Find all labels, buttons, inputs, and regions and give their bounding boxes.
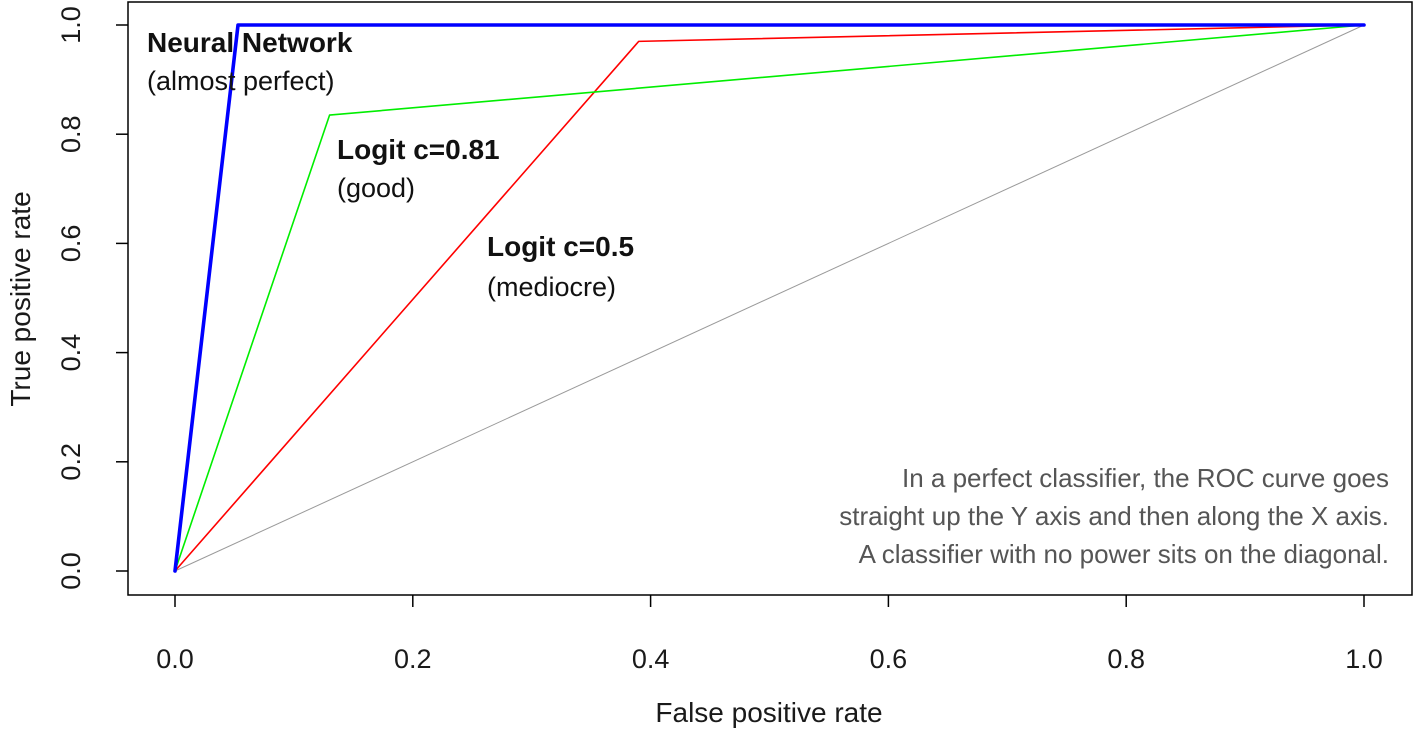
diagonal-reference-line (174, 24, 1365, 572)
x-tick-label: 0.0 (156, 644, 194, 674)
y-tick-label: 0.6 (56, 225, 86, 263)
annotation-logit-05-sublabel: (mediocre) (487, 272, 616, 302)
y-tick-label: 0.4 (56, 334, 86, 372)
annotation-logit-05-label: Logit c=0.5 (487, 231, 634, 262)
note-line-3: A classifier with no power sits on the d… (859, 539, 1389, 569)
y-axis-title: True positive rate (5, 191, 36, 406)
x-axis-title: False positive rate (655, 697, 882, 728)
y-tick-label: 0.8 (56, 115, 86, 153)
y-tick-label: 0.0 (56, 552, 86, 590)
x-tick-label: 0.8 (1107, 644, 1145, 674)
plot-frame (127, 1, 1413, 596)
x-tick-label: 0.2 (394, 644, 432, 674)
x-axis: 0.0 0.2 0.4 0.6 0.8 1.0 (156, 595, 1383, 674)
y-tick-label: 0.2 (56, 443, 86, 481)
y-axis: 0.0 0.2 0.4 0.6 0.8 1.0 (56, 6, 128, 590)
roc-curve-2 (173, 23, 1366, 573)
annotation-neural-network-label: Neural Network (147, 27, 353, 58)
x-tick-label: 1.0 (1345, 644, 1383, 674)
x-tick-label: 0.6 (870, 644, 908, 674)
y-tick-label: 1.0 (56, 6, 86, 44)
x-tick-label: 0.4 (632, 644, 670, 674)
annotation-logit-081-sublabel: (good) (337, 173, 415, 203)
series-layer (173, 23, 1366, 573)
note-line-2: straight up the Y axis and then along th… (839, 501, 1389, 531)
roc-curve-1 (174, 24, 1365, 572)
annotation-logit-081-label: Logit c=0.81 (337, 134, 500, 165)
annotation-neural-network-sublabel: (almost perfect) (147, 66, 335, 96)
note-line-1: In a perfect classifier, the ROC curve g… (902, 463, 1389, 493)
roc-curve-0 (174, 24, 1365, 572)
